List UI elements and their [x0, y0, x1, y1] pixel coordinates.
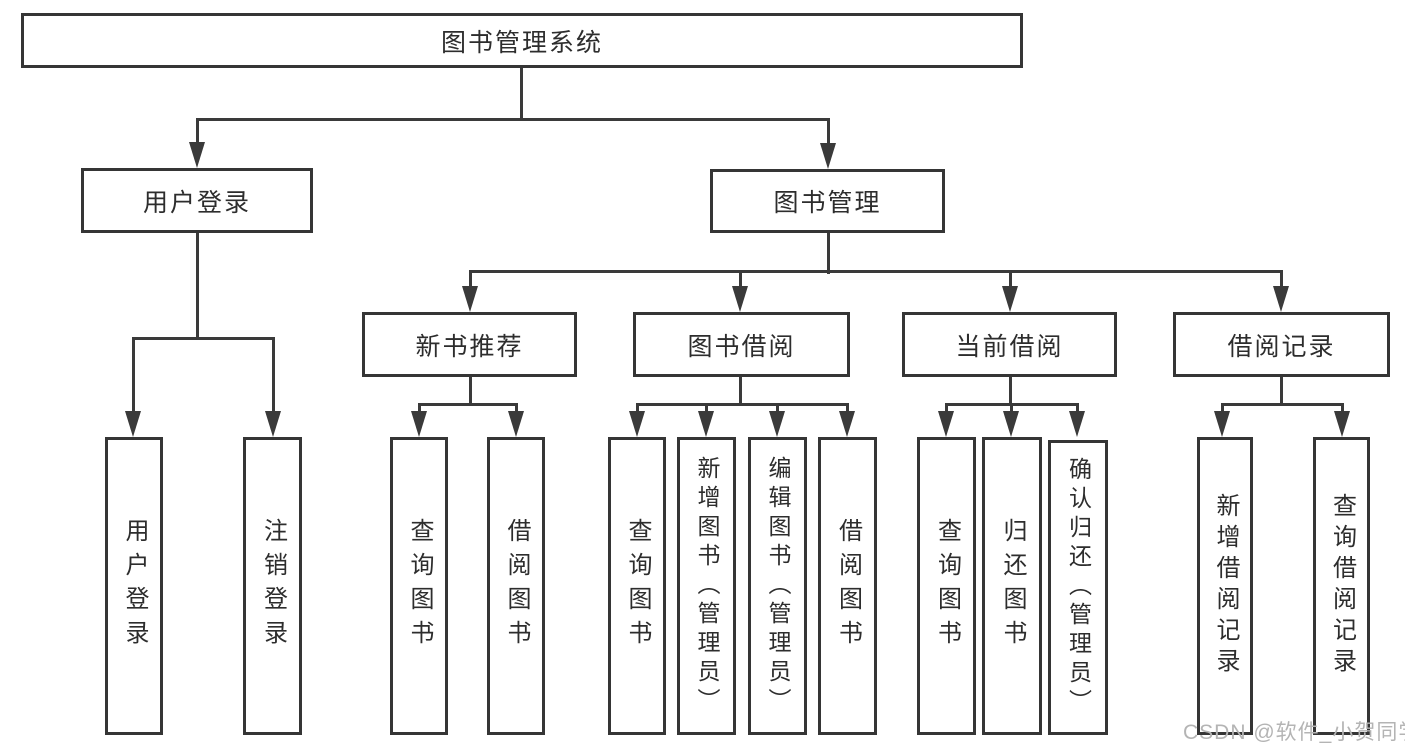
connector-line: [272, 337, 275, 419]
arrowhead-down-icon: [1002, 286, 1018, 312]
connector-line: [469, 270, 1283, 273]
leaf-add-books-admin: 新增图书（管理员）: [677, 437, 736, 735]
leaf-query-books-current: 查询图书: [917, 437, 976, 735]
arrowhead-down-icon: [769, 411, 785, 437]
arrowhead-down-icon: [189, 142, 205, 168]
node-book-management: 图书管理: [710, 169, 945, 233]
connector-line: [827, 233, 830, 274]
leaf-add-borrow-record: 新增借阅记录: [1197, 437, 1253, 735]
leaf-label: 用户登录: [121, 518, 148, 654]
leaf-label: 归还图书: [999, 518, 1026, 654]
leaf-confirm-return-admin: 确认归还（管理员）: [1048, 440, 1108, 735]
leaf-label: 编辑图书（管理员）: [765, 455, 791, 717]
arrowhead-down-icon: [462, 286, 478, 312]
leaf-user-login: 用户登录: [105, 437, 163, 735]
arrowhead-down-icon: [125, 411, 141, 437]
connector-line: [196, 118, 830, 121]
connector-line: [520, 68, 523, 120]
arrowhead-down-icon: [1069, 411, 1085, 437]
connector-line: [1009, 377, 1012, 406]
leaf-logout: 注销登录: [243, 437, 302, 735]
leaf-label: 借阅图书: [834, 518, 862, 654]
leaf-label: 借阅图书: [503, 518, 530, 654]
connector-line: [739, 270, 742, 294]
leaf-label: 确认归还（管理员）: [1065, 457, 1092, 718]
node-root: 图书管理系统: [21, 13, 1023, 68]
connector-line: [418, 403, 518, 406]
watermark: CSDN @软件_小贺同学: [1183, 721, 1405, 744]
leaf-label: 新增图书（管理员）: [694, 455, 720, 717]
leaf-label: 查询图书: [406, 518, 433, 654]
node-book-borrow: 图书借阅: [633, 312, 850, 377]
connector-line: [739, 377, 742, 406]
leaf-query-borrow-record: 查询借阅记录: [1313, 437, 1370, 735]
connector-line: [1280, 270, 1283, 294]
connector-line: [132, 337, 135, 419]
node-borrow-records: 借阅记录: [1173, 312, 1390, 377]
leaf-label: 查询图书: [933, 518, 961, 654]
arrowhead-down-icon: [411, 411, 427, 437]
arrowhead-down-icon: [1214, 411, 1230, 437]
leaf-label: 查询图书: [624, 518, 651, 654]
leaf-borrow-books-borrow: 借阅图书: [818, 437, 877, 735]
leaf-query-books-recommend: 查询图书: [390, 437, 448, 735]
connector-line: [827, 118, 830, 152]
connector-line: [469, 270, 472, 294]
connector-line: [636, 403, 848, 406]
connector-line: [196, 233, 199, 339]
connector-line: [469, 377, 472, 406]
leaf-label: 查询借阅记录: [1328, 493, 1356, 679]
connector-line: [1221, 403, 1343, 406]
arrowhead-down-icon: [1003, 411, 1019, 437]
arrowhead-down-icon: [508, 411, 524, 437]
arrowhead-down-icon: [698, 411, 714, 437]
leaf-query-books-borrow: 查询图书: [608, 437, 666, 735]
arrowhead-down-icon: [629, 411, 645, 437]
leaf-label: 注销登录: [259, 518, 287, 654]
leaf-borrow-books-recommend: 借阅图书: [487, 437, 545, 735]
connector-line: [196, 118, 199, 152]
arrowhead-down-icon: [820, 143, 836, 169]
arrowhead-down-icon: [265, 411, 281, 437]
arrowhead-down-icon: [839, 411, 855, 437]
leaf-label: 新增借阅记录: [1212, 493, 1239, 679]
arrowhead-down-icon: [1273, 286, 1289, 312]
leaf-return-books: 归还图书: [982, 437, 1042, 735]
connector-line: [132, 337, 275, 340]
connector-line: [1009, 270, 1012, 294]
node-current-borrow: 当前借阅: [902, 312, 1117, 377]
arrowhead-down-icon: [732, 286, 748, 312]
leaf-edit-books-admin: 编辑图书（管理员）: [748, 437, 807, 735]
node-user-login: 用户登录: [81, 168, 313, 233]
arrowhead-down-icon: [1334, 411, 1350, 437]
connector-line: [1280, 377, 1283, 406]
node-new-book-recommend: 新书推荐: [362, 312, 577, 377]
arrowhead-down-icon: [938, 411, 954, 437]
